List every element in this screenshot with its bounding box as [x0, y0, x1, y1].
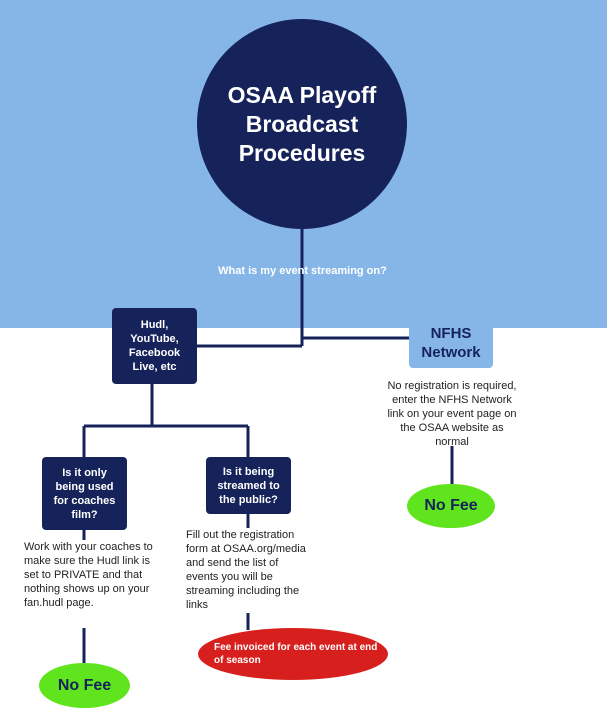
public-fee-badge: Fee invoiced for each event at end of se…	[198, 628, 388, 680]
coaches-question-label: Is it only being used for coaches film?	[53, 466, 116, 521]
nfhs-note: No registration is required, enter the N…	[387, 380, 517, 448]
title-circle: OSAA Playoff Broadcast Procedures	[197, 19, 407, 229]
nfhs-fee-badge: No Fee	[407, 484, 495, 528]
public-fee-label: Fee invoiced for each event at end of se…	[214, 642, 378, 666]
option-hudl-label: Hudl, YouTube, Facebook Live, etc	[128, 319, 181, 373]
public-question-box: Is it being streamed to the public?	[206, 457, 291, 514]
main-question: What is my event streaming on?	[218, 265, 387, 277]
coaches-question-box: Is it only being used for coaches film?	[42, 457, 127, 530]
option-nfhs-label: NFHS Network	[421, 325, 481, 361]
option-hudl-box: Hudl, YouTube, Facebook Live, etc	[112, 308, 197, 384]
page-title: OSAA Playoff Broadcast Procedures	[227, 81, 377, 166]
coaches-fee-label: No Fee	[57, 676, 112, 694]
public-note: Fill out the registration form at OSAA.o…	[186, 529, 306, 611]
coaches-note: Work with your coaches to make sure the …	[24, 541, 153, 609]
option-nfhs-box: NFHS Network	[409, 318, 493, 368]
nfhs-fee-label: No Fee	[424, 497, 478, 514]
coaches-fee-badge: No Fee	[39, 663, 130, 708]
public-question-label: Is it being streamed to the public?	[217, 465, 280, 506]
